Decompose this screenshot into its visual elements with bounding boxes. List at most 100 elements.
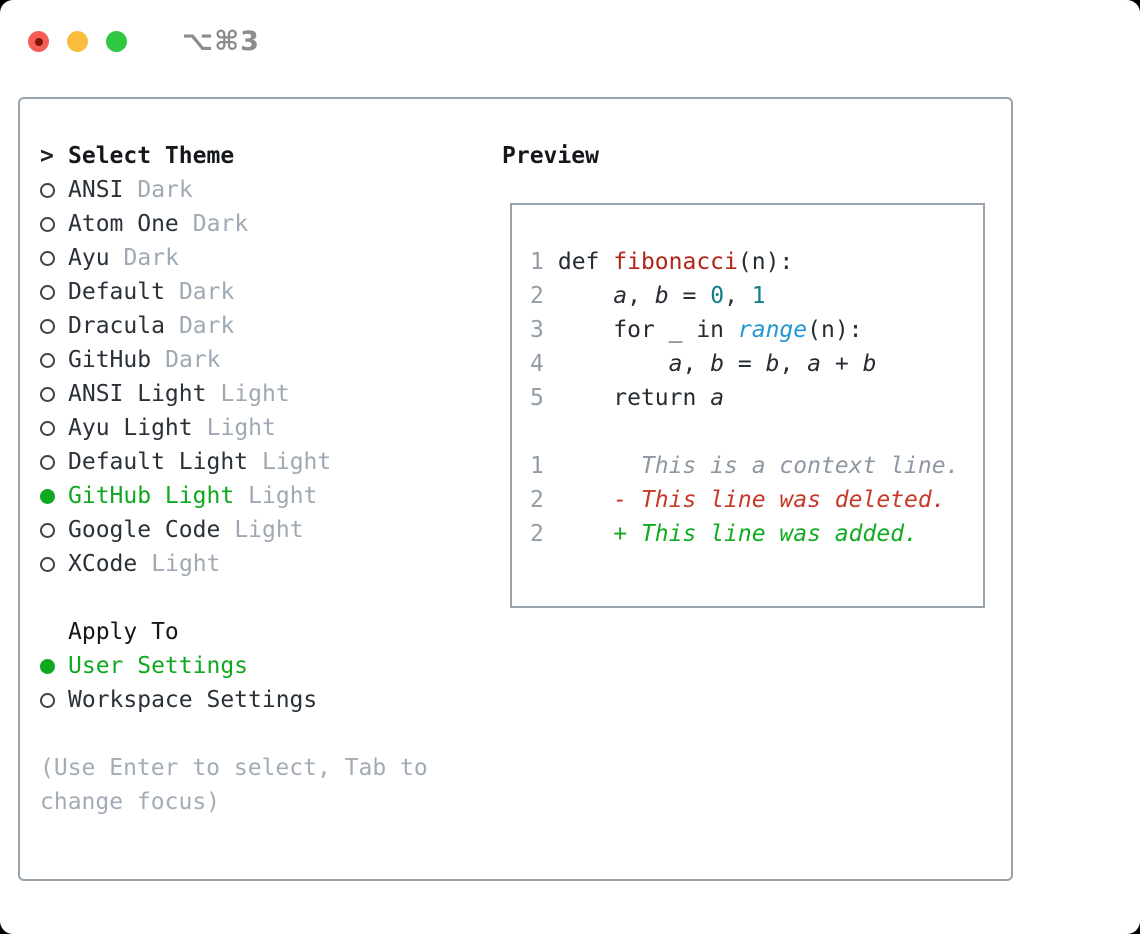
radio-icon (40, 352, 55, 368)
diff-text: + This line was added. (557, 521, 918, 547)
radio-icon (40, 386, 55, 402)
code-segment: 0 (710, 283, 725, 309)
line-number: 1 (530, 249, 544, 275)
radio-icon (40, 420, 55, 436)
theme-variant-badge: Dark (165, 347, 221, 373)
code-segment: (n): (737, 249, 794, 275)
diff-text: - This line was deleted. (557, 487, 946, 513)
theme-variant-badge: Light (248, 483, 318, 509)
code-segment: def (557, 249, 614, 275)
line-number: 2 (530, 283, 544, 309)
code-segment: + (821, 351, 863, 377)
code-segment: a (613, 283, 628, 309)
blank-line (530, 415, 983, 449)
theme-variant-badge: Dark (178, 313, 235, 339)
code-segment: (n): (807, 317, 863, 343)
theme-label: Dracula (68, 313, 165, 339)
code-segment: 1 (751, 283, 766, 309)
zoom-button[interactable] (106, 31, 127, 52)
select-theme-title: Select Theme (68, 143, 235, 169)
code-segment: a (668, 351, 683, 377)
code-line: 4 a, b = b, a + b (530, 347, 983, 381)
minimize-button[interactable] (67, 31, 88, 52)
code-line: 3 for _ in range(n): (530, 313, 983, 347)
code-segment: = (668, 283, 711, 309)
theme-option-ansi-dark[interactable]: ANSI Dark (40, 173, 484, 207)
code-segment: , (627, 283, 655, 309)
theme-variant-badge: Light (234, 517, 304, 543)
theme-label: Default (68, 279, 165, 305)
code-segment: b (765, 351, 780, 377)
apply-to-title: Apply To (68, 619, 179, 645)
theme-label: Atom One (68, 211, 179, 237)
code-segment: , (724, 283, 752, 309)
radio-icon (40, 284, 55, 300)
keyboard-hint: (Use Enter to select, Tab to change focu… (40, 751, 484, 819)
code-segment: b (862, 351, 877, 377)
radio-selected-icon (40, 658, 55, 674)
code-line: 2 a, b = 0, 1 (530, 279, 983, 313)
theme-option-google-code-light[interactable]: Google Code Light (40, 513, 484, 547)
theme-variant-badge: Dark (123, 245, 179, 271)
hint-line: change focus) (40, 789, 221, 815)
theme-label: GitHub (68, 347, 152, 373)
window-title: ⌥⌘3 (182, 26, 260, 57)
select-theme-header: > Select Theme (40, 139, 484, 173)
code-line: 5 return a (530, 381, 983, 415)
diff-added-line: 2 + This line was added. (530, 517, 983, 551)
radio-icon (40, 216, 55, 232)
theme-label: ANSI Light (68, 381, 207, 407)
radio-selected-icon (40, 488, 55, 504)
apply-option-workspace-settings[interactable]: Workspace Settings (40, 683, 484, 717)
theme-option-github-dark[interactable]: GitHub Dark (40, 343, 484, 377)
theme-label: Ayu (68, 245, 110, 271)
apply-option-user-settings[interactable]: User Settings (40, 649, 484, 683)
theme-variant-badge: Light (206, 415, 276, 441)
preview-title: Preview (502, 143, 599, 169)
prompt-arrow-icon: > (40, 143, 54, 169)
radio-icon (40, 318, 55, 334)
line-number: 4 (530, 351, 544, 377)
diff-text: This is a context line. (557, 453, 960, 479)
close-button[interactable] (28, 31, 49, 52)
code-segment (558, 351, 669, 377)
theme-variant-badge: Light (220, 381, 290, 407)
code-segment: = (724, 351, 766, 377)
code-segment: b (654, 283, 669, 309)
theme-label: Google Code (68, 517, 221, 543)
theme-option-ansi-light[interactable]: ANSI Light Light (40, 377, 484, 411)
diff-context-line: 1 This is a context line. (530, 449, 983, 483)
code-segment: , (682, 351, 711, 377)
radio-icon (40, 522, 55, 538)
code-segment: for _ in (557, 317, 738, 343)
hint-line: (Use Enter to select, Tab to (40, 755, 428, 781)
theme-option-dracula-dark[interactable]: Dracula Dark (40, 309, 484, 343)
radio-icon (40, 182, 55, 198)
line-number: 2 (530, 521, 544, 547)
line-number: 5 (530, 385, 544, 411)
theme-label: XCode (68, 551, 138, 577)
radio-icon (40, 454, 55, 470)
code-segment: , (779, 351, 808, 377)
theme-label: Ayu Light (68, 415, 193, 441)
theme-label: ANSI (68, 177, 124, 203)
theme-label: Default Light (68, 449, 249, 475)
theme-option-ayu-light[interactable]: Ayu Light Light (40, 411, 484, 445)
code-segment (558, 283, 613, 309)
close-dot-icon (34, 37, 43, 46)
code-segment: range (737, 317, 808, 343)
line-number: 1 (530, 453, 544, 479)
radio-icon (40, 250, 55, 266)
theme-option-ayu-dark[interactable]: Ayu Dark (40, 241, 484, 275)
code-segment: a (710, 385, 725, 411)
theme-variant-badge: Dark (137, 177, 193, 203)
